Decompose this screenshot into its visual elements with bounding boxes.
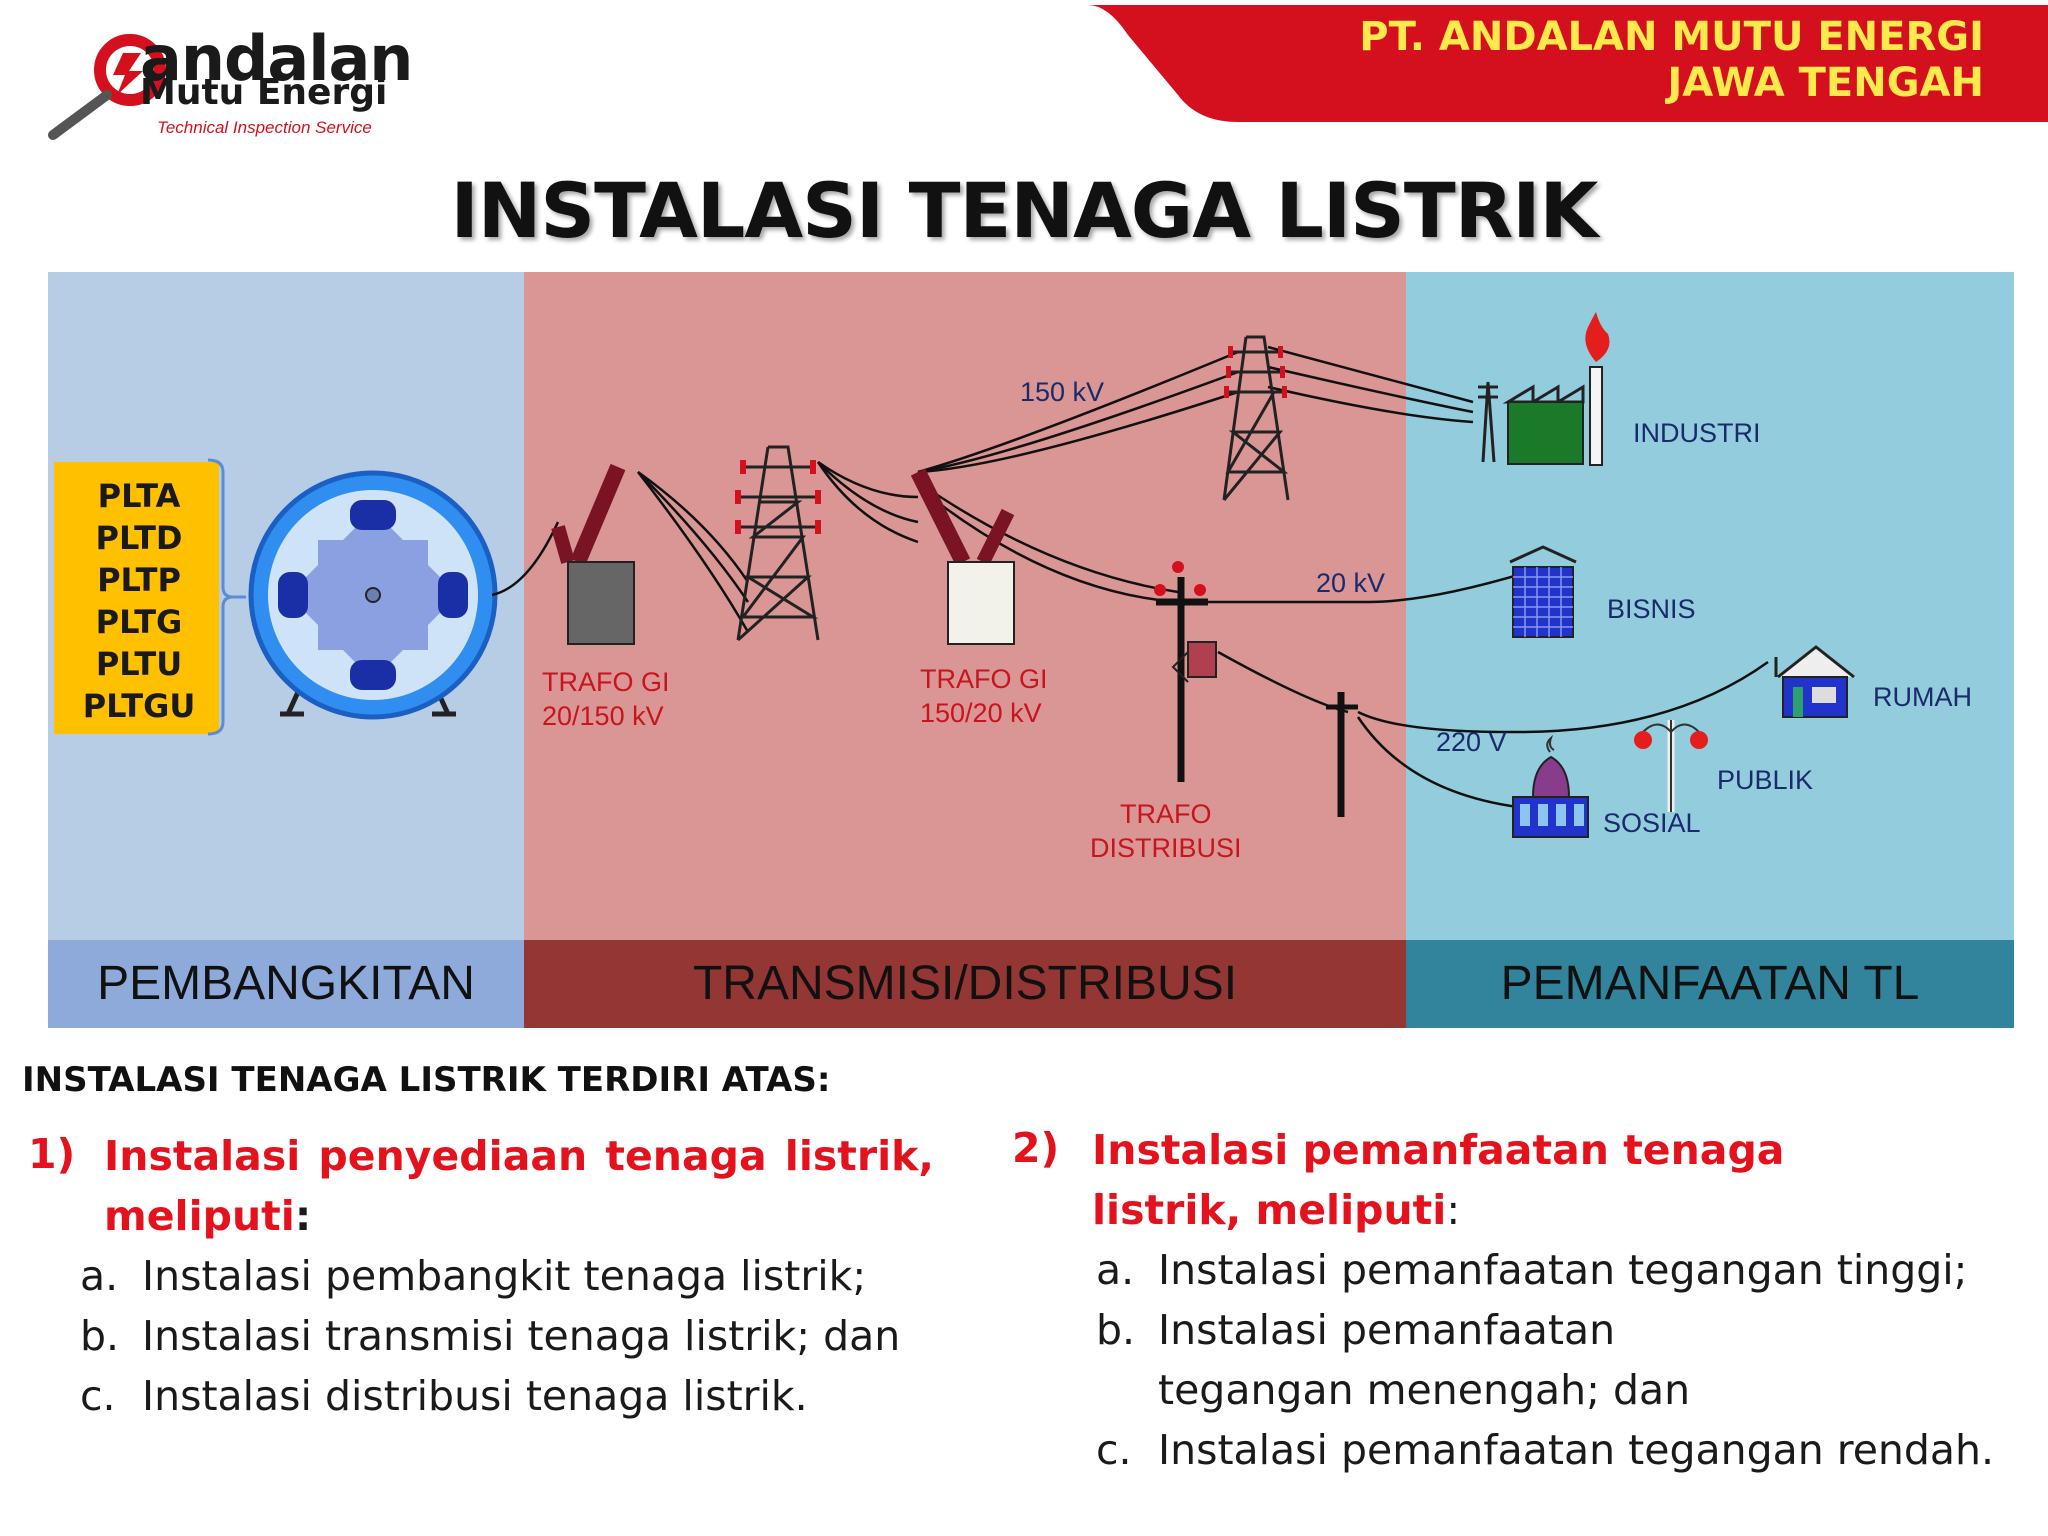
- group-title-text: Instalasi penyediaan tenaga listrik, mel…: [104, 1132, 934, 1240]
- band-pembangkitan: [48, 940, 524, 1028]
- power-system-diagram: [48, 272, 2014, 1028]
- label-150kv: 150 kV: [1020, 377, 1105, 407]
- band-transmisi: [524, 940, 1406, 1028]
- label-trafo-gi-1: TRAFO GI 20/150 kV: [542, 665, 670, 733]
- label-sosial: SOSIAL: [1603, 808, 1701, 838]
- label-publik: PUBLIK: [1717, 765, 1814, 795]
- transmission-tower-2-icon: [1222, 335, 1290, 501]
- list-item: b. Instalasi pemanfaatan tegangan menenga…: [1096, 1300, 2012, 1420]
- industri-icon: [1478, 312, 1610, 466]
- rumah-icon: [1774, 645, 1855, 718]
- publik-icon: [1634, 720, 1708, 812]
- company-name: PT. ANDALAN MUTU ENERGI JAWA TENGAH: [1359, 14, 1984, 106]
- group-title: Instalasi pemanfaatan tenaga listrik, me…: [1092, 1120, 1892, 1240]
- generator-type-pltu: PLTU: [95, 645, 183, 683]
- label-20kv: 20 kV: [1316, 568, 1386, 598]
- list-item-letter: c.: [1096, 1426, 1132, 1474]
- list-item: c. Instalasi pemanfaatan tegangan rendah.: [1096, 1420, 2012, 1480]
- company-logo: [48, 34, 166, 140]
- logo-tagline: Technical Inspection Service: [157, 118, 372, 137]
- panel-pemanfaatan: [1406, 272, 2014, 940]
- list-item-text: Instalasi distribusi tenaga listrik.: [142, 1372, 808, 1420]
- bisnis-icon: [1509, 545, 1577, 638]
- page-title: INSTALASI TENAGA LISTRIK: [450, 166, 1599, 255]
- segment-label-pemanfaatan: PEMANFAATAN TL: [1500, 957, 1920, 1010]
- generator-type-pltgu: PLTGU: [82, 687, 196, 725]
- logo-wordmark-sub: Mutu Energi: [140, 72, 388, 113]
- list-item-letter: b.: [1096, 1306, 1136, 1354]
- band-pemanfaatan: [1406, 940, 2014, 1028]
- insulators-1: [735, 460, 821, 534]
- label-trafo-gi-1-line2: 20/150 kV: [542, 701, 664, 731]
- group-title-text: Instalasi pemanfaatan tenaga listrik, me…: [1092, 1126, 1785, 1234]
- group-title-colon: :: [294, 1192, 312, 1240]
- label-rumah: RUMAH: [1873, 682, 1972, 712]
- list-item-text: Instalasi pemanfaatan tegangan rendah.: [1158, 1426, 1995, 1474]
- generator-types-list: PLTA PLTD PLTP PLTG PLTU PLTGU: [54, 475, 224, 727]
- logo-wordmark: andalan: [140, 22, 413, 95]
- list-item-letter: a.: [1096, 1246, 1135, 1294]
- label-bisnis: BISNIS: [1607, 594, 1696, 624]
- list-item-text: Instalasi transmisi tenaga listrik; dan: [142, 1312, 901, 1360]
- list-item-letter: c.: [80, 1372, 116, 1420]
- company-name-line1: PT. ANDALAN MUTU ENERGI: [1359, 14, 1984, 60]
- label-220v: 220 V: [1436, 727, 1507, 757]
- group-number: 1): [28, 1130, 76, 1178]
- segment-label-transmisi: TRANSMISI/DISTRIBUSI: [692, 957, 1238, 1010]
- group-title-colon: :: [1446, 1186, 1461, 1234]
- list-item-text: Instalasi pemanfaatan tegangan tinggi;: [1158, 1246, 1968, 1294]
- lv-pole-icon: [1326, 692, 1358, 817]
- trafo-gi-2-icon: [910, 468, 1015, 645]
- generator-types-box: [54, 462, 219, 734]
- list-item-text: Instalasi pemanfaatan tegangan menengah;…: [1158, 1306, 1691, 1414]
- list-item-letter: a.: [80, 1252, 119, 1300]
- generator-type-pltg: PLTG: [95, 603, 183, 641]
- trafo-gi-1-icon: [551, 463, 635, 645]
- generator-type-pltp: PLTP: [97, 561, 181, 599]
- list-item-letter: b.: [80, 1312, 120, 1360]
- sosial-icon: [1512, 734, 1589, 838]
- trafo-distribusi-icon: [1154, 561, 1217, 782]
- company-name-line2: JAWA TENGAH: [1667, 60, 1984, 106]
- segment-label-pembangkitan: PEMBANGKITAN: [97, 957, 475, 1010]
- list-item: a. Instalasi pembangkit tenaga listrik;: [80, 1246, 908, 1306]
- generator-type-plta: PLTA: [97, 477, 181, 515]
- group-number: 2): [1012, 1124, 1060, 1172]
- list-item: b. Instalasi transmisi tenaga listrik; da…: [80, 1306, 908, 1366]
- label-trafo-gi-2-line1: TRAFO GI: [920, 664, 1048, 694]
- section-heading: INSTALASI TENAGA LISTRIK TERDIRI ATAS:: [22, 1060, 831, 1100]
- group-penyediaan: 1) Instalasi penyediaan tenaga listrik, …: [28, 1126, 934, 1426]
- label-trafo-gi-1-line1: TRAFO GI: [542, 667, 670, 697]
- label-trafo-distribusi: TRAFO DISTRIBUSI: [1090, 797, 1242, 865]
- generator-type-pltd: PLTD: [95, 519, 183, 557]
- label-industri: INDUSTRI: [1633, 418, 1761, 448]
- generator-icon: [248, 470, 498, 720]
- label-trafo-distribusi-line2: DISTRIBUSI: [1090, 833, 1242, 863]
- list-item: c. Instalasi distribusi tenaga listrik.: [80, 1366, 908, 1426]
- label-trafo-gi-2: TRAFO GI 150/20 kV: [920, 662, 1048, 730]
- transmission-tower-1-icon: [736, 445, 820, 642]
- group-title: Instalasi penyediaan tenaga listrik, mel…: [104, 1126, 934, 1246]
- group-pemanfaatan: 2) Instalasi pemanfaatan tenaga listrik,…: [1012, 1120, 2012, 1480]
- label-trafo-distribusi-line1: TRAFO: [1120, 799, 1212, 829]
- header-banner: [1088, 5, 2048, 122]
- list-item: a. Instalasi pemanfaatan tegangan tinggi;: [1096, 1240, 2012, 1300]
- label-trafo-gi-2-line2: 150/20 kV: [920, 698, 1042, 728]
- list-item-text: Instalasi pembangkit tenaga listrik;: [142, 1252, 867, 1300]
